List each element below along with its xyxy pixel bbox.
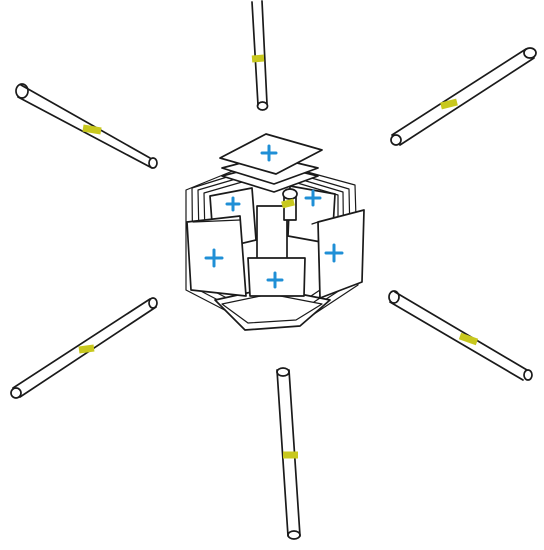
rod-band	[78, 344, 95, 354]
rod-upper-left	[15, 83, 158, 169]
post-band	[281, 198, 295, 209]
rod-lower-left	[10, 297, 158, 399]
plus-inner-right	[304, 189, 322, 207]
plus-left-face	[204, 248, 224, 268]
cube-assembly	[185, 133, 365, 331]
rod-top	[251, 0, 269, 111]
rod-bottom	[276, 367, 301, 540]
plus-inner-left	[225, 196, 241, 212]
rod-band	[458, 332, 479, 346]
rod-lower-right	[388, 290, 533, 381]
rod-band	[440, 98, 458, 110]
rod-upper-right	[390, 47, 537, 146]
plus-right-face	[324, 243, 344, 263]
plus-top	[260, 144, 278, 162]
rod-band	[251, 54, 265, 63]
plus-bottom-inner	[266, 271, 284, 289]
rod-band	[82, 124, 102, 135]
